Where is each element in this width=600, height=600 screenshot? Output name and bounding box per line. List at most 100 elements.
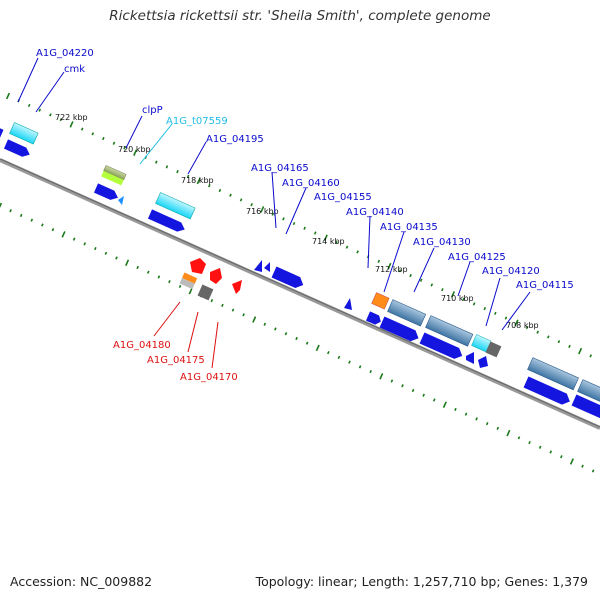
scale-tick: [432, 398, 436, 402]
scale-tick: [398, 269, 402, 273]
scale-tick: [271, 212, 275, 216]
scale-tick: [104, 251, 108, 255]
scale-tick: [525, 325, 529, 330]
gene-feature: [485, 341, 502, 358]
scale-tick: [560, 455, 563, 459]
scale-tick: [263, 322, 267, 326]
scale-tick: [94, 246, 97, 251]
scale-tick: [295, 336, 298, 341]
scale-tick: [358, 365, 362, 369]
scale-tick: [133, 149, 138, 156]
scale-label: 716 kbp: [246, 207, 279, 216]
scale-tick: [348, 360, 351, 364]
scale-tick: [231, 308, 235, 312]
scale-tick: [315, 344, 320, 352]
gene-feature: [197, 284, 214, 301]
accession-text: Accession: NC_009882: [10, 574, 153, 589]
scale-tick: [517, 436, 521, 440]
scale-label: 708 kbp: [506, 321, 539, 330]
gene-label: A1G_04195: [206, 134, 264, 145]
scale-tick: [401, 384, 404, 388]
scale-tick: [5, 92, 11, 100]
scale-tick: [125, 259, 130, 267]
gene-feature: [365, 311, 381, 325]
scale-tick: [30, 218, 34, 222]
scale-tick: [356, 250, 359, 254]
scale-tick: [102, 136, 105, 141]
gene-label: A1G_04140: [346, 207, 404, 218]
scale-tick: [218, 188, 222, 193]
gene-feature: [118, 196, 124, 205]
gene-feature: [210, 268, 222, 284]
scale-tick: [472, 302, 476, 306]
gene-feature: [93, 183, 118, 200]
scale-tick: [323, 234, 328, 241]
scale-tick: [581, 464, 584, 468]
scale-tick: [462, 297, 465, 301]
scale-tick: [49, 113, 52, 117]
gene-feature: [571, 394, 600, 420]
scale-tick: [80, 127, 84, 131]
gene-labels: A1G_04220 cmk clpP A1G_t07559 A1G_04195 …: [17, 48, 574, 383]
scale-tick: [345, 245, 349, 249]
scale-tick: [221, 303, 224, 307]
scale-tick: [313, 231, 317, 235]
scale-tick: [155, 160, 158, 164]
gene-feature: [190, 258, 206, 274]
tick-track-upper: [5, 92, 592, 358]
gene-label: cmk: [64, 64, 85, 75]
gene-feature: [271, 266, 304, 289]
scale-tick: [506, 429, 511, 437]
gene-feature: [466, 352, 474, 364]
gene-feature: [577, 379, 600, 405]
gene-label: A1G_04165: [251, 163, 309, 174]
scale-tick: [146, 270, 150, 274]
scale-tick: [369, 369, 373, 374]
gene-label: A1G_04120: [482, 266, 540, 277]
scale-tick: [483, 306, 487, 311]
scale-tick: [387, 262, 392, 270]
scale-tick: [19, 213, 23, 218]
scale-tick: [83, 242, 87, 246]
gene-feature: [425, 315, 474, 347]
scale-tick: [0, 202, 3, 208]
gene-feature: [0, 127, 4, 140]
scale-tick: [292, 221, 296, 226]
scale-tick: [282, 217, 285, 221]
gene-label: A1G_04130: [413, 237, 471, 248]
scale-tick: [528, 440, 531, 445]
gene-feature: [387, 299, 427, 327]
gene-feature: [379, 316, 419, 342]
scale-tick: [242, 313, 245, 317]
scale-tick: [61, 231, 66, 238]
scale-tick: [157, 275, 161, 279]
gene-label: A1G_04155: [314, 192, 372, 203]
gene-feature: [9, 122, 39, 145]
scale-label: 710 kbp: [441, 294, 474, 303]
gene-feature: [155, 192, 196, 220]
scale-tick: [422, 393, 425, 397]
scale-tick: [557, 340, 561, 344]
gene-feature: [3, 139, 30, 157]
gene-feature: [419, 332, 463, 359]
scale-label: 720 kbp: [118, 145, 151, 154]
scale-tick: [69, 121, 74, 128]
scale-tick: [337, 355, 341, 359]
scale-tick: [178, 284, 182, 289]
scale-tick: [549, 450, 553, 454]
scale-tick: [38, 108, 42, 112]
backbone-group: [0, 158, 600, 430]
scale-tick: [284, 332, 288, 336]
scale-tick: [464, 412, 468, 416]
map-title: Rickettsia rickettsii str. 'Sheila Smith…: [109, 8, 491, 24]
scale-tick: [115, 256, 118, 260]
scale-tick: [536, 330, 540, 334]
scale-tick: [274, 327, 277, 331]
scale-tick: [186, 174, 190, 178]
scale-tick: [27, 103, 31, 108]
scale-tick: [176, 169, 179, 174]
scale-label: 714 kbp: [312, 237, 345, 246]
scale-tick: [538, 445, 542, 449]
scale-tick: [496, 426, 500, 430]
